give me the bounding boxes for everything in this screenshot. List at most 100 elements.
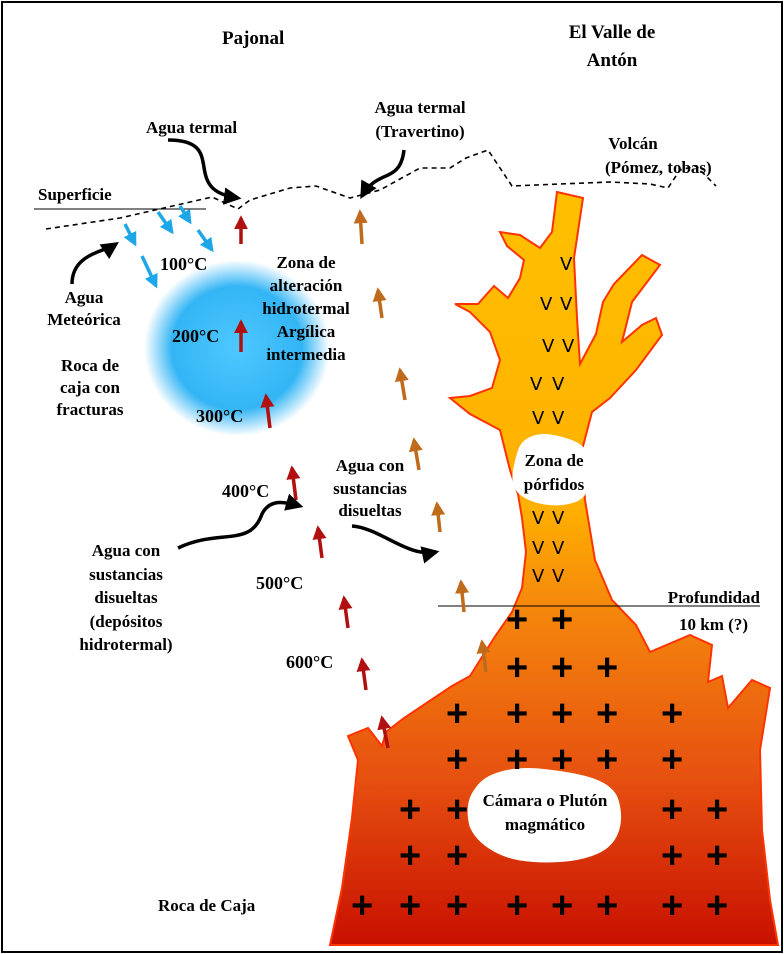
brown-arrow [378,290,382,318]
red-arrow [292,468,296,500]
plus-symbol: + [506,739,528,781]
plus-symbol: + [706,789,728,831]
label-roca-de-caja: Roca de Caja [158,896,256,915]
plus-symbol: + [661,885,683,927]
vee-symbol: V [560,254,573,275]
label-profundidad-1: Profundidad [668,588,761,607]
vee-symbol: V [552,508,565,529]
blue-arrow [198,230,212,250]
plus-symbol: + [506,647,528,689]
label-zona-alteracion-3: hidrotermal [262,299,350,318]
vee-symbol: V [552,374,565,395]
plus-symbol: + [596,739,618,781]
brown-arrow [461,582,464,612]
vee-symbol: V [560,294,573,315]
label-superficie: Superficie [38,185,112,204]
vee-symbol: V [532,538,545,559]
plus-symbol: + [551,885,573,927]
blue-arrow [180,206,190,222]
label-camara-1: Cámara o Plutón [483,791,608,810]
pointer-arrow-meteoric [72,244,116,284]
temp-400: 400°C [222,481,269,501]
label-zona-alteracion-1: Zona de [276,253,335,272]
label-agua-termal: Agua termal [146,118,237,137]
vee-symbol: V [552,566,565,587]
plus-symbol: + [551,599,573,641]
plus-symbol: + [446,835,468,877]
vee-symbol: V [532,408,545,429]
pointer-arrow-dissolved-left [178,502,300,548]
vee-symbol: V [532,566,545,587]
vee-symbol: V [532,508,545,529]
label-profundidad-2: 10 km (?) [679,615,748,634]
brown-arrow [437,504,440,532]
label-porfidos-1: Zona de [524,451,583,470]
plus-symbol: + [506,885,528,927]
pointer-arrow-dissolved-mid [352,526,436,553]
plus-symbol: + [399,789,421,831]
blue-arrow [125,224,135,244]
label-zona-alteracion-4: Argílica [277,322,336,341]
temp-300: 300°C [196,406,243,426]
plus-symbol: + [399,885,421,927]
vee-symbol: V [540,294,553,315]
label-agua-meteorica-2: Meteórica [47,310,121,329]
label-agua-sustancias-left-3: disueltas [94,588,158,607]
pointer-arrow-travertine [362,150,404,196]
label-roca-caja-1: Roca de [61,356,120,375]
pointer-arrow-thermal [168,140,238,198]
label-agua-sustancias-mid-2: sustancias [333,479,407,498]
vee-symbol: V [542,336,555,357]
label-agua-meteorica-1: Agua [65,288,104,307]
red-arrow [362,660,366,690]
label-camara-2: magmático [505,815,585,834]
plus-symbol: + [706,835,728,877]
label-agua-sustancias-mid-1: Agua con [336,456,405,475]
temp-200: 200°C [172,326,219,346]
title-valle-line1: El Valle de [569,22,656,43]
plus-symbol: + [596,647,618,689]
vee-symbol: V [562,336,575,357]
label-agua-sustancias-left-2: sustancias [89,565,163,584]
label-zona-alteracion-2: alteración [270,276,343,295]
vee-symbol: V [530,374,543,395]
temp-500: 500°C [256,573,303,593]
red-arrow [318,528,322,558]
plus-symbol: + [661,789,683,831]
title-pajonal: Pajonal [222,28,284,49]
label-agua-sustancias-mid-3: disueltas [338,501,402,520]
brown-arrow [400,370,405,400]
plus-symbol: + [596,693,618,735]
plus-symbol: + [446,739,468,781]
plus-symbol: + [551,739,573,781]
plus-symbol: + [551,693,573,735]
label-zona-alteracion-5: intermedia [266,345,346,364]
plus-symbol: + [506,693,528,735]
title-valle-line2: Antón [587,50,638,71]
label-porfidos-2: pórfidos [524,475,585,494]
plus-symbol: + [446,693,468,735]
label-agua-termal-travertino-1: Agua termal [374,98,465,117]
plus-symbol: + [351,885,373,927]
red-arrow [344,598,348,628]
temp-600: 600°C [286,652,333,672]
label-agua-sustancias-left-4: (depósitos [90,612,163,631]
brown-arrow [360,212,362,244]
vee-symbol: V [552,408,565,429]
plus-symbol: + [399,835,421,877]
label-roca-caja-3: fracturas [56,400,123,419]
plus-symbol: + [596,885,618,927]
plus-symbol: + [446,789,468,831]
plus-symbol: + [661,835,683,877]
plus-symbol: + [661,693,683,735]
plus-symbol: + [551,647,573,689]
label-agua-sustancias-left-5: hidrotermal) [79,635,172,654]
brown-arrow [414,440,419,470]
label-volcan-1: Volcán [608,134,658,153]
label-volcan-2: (Pómez, tobas) [605,158,712,177]
label-roca-caja-2: caja con [60,378,121,397]
plus-symbol: + [661,739,683,781]
plus-symbol: + [446,885,468,927]
vee-symbol: V [552,538,565,559]
